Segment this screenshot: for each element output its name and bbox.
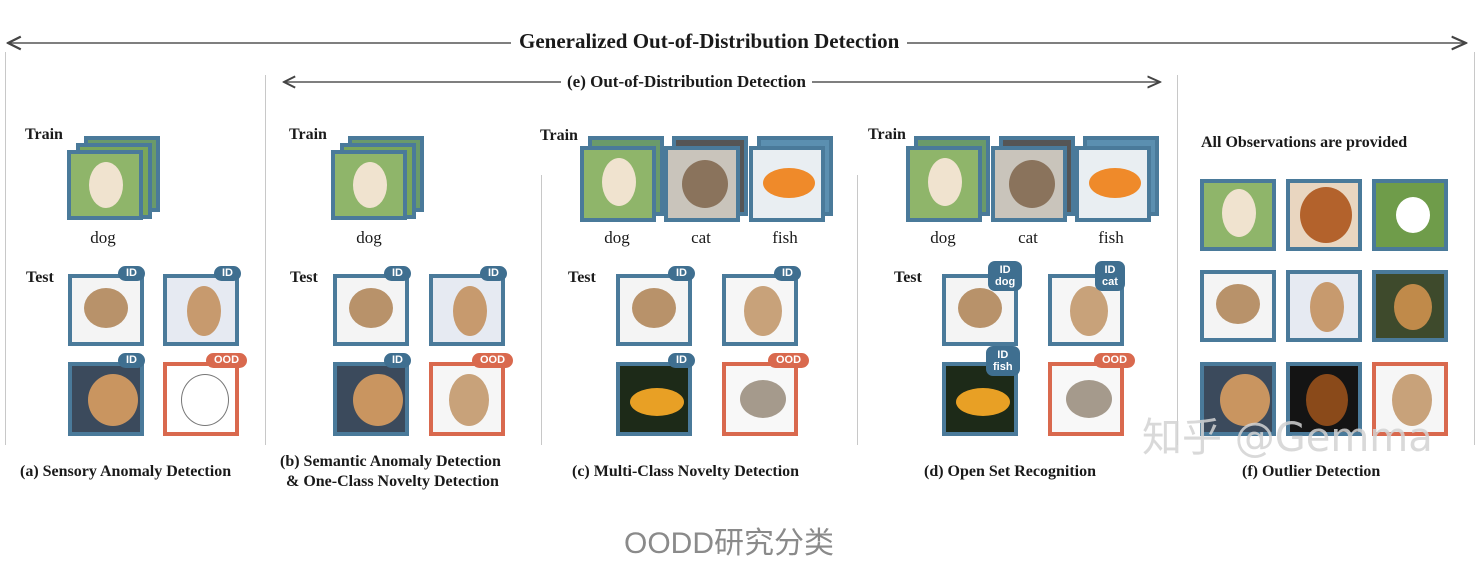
dog-photo [67, 150, 143, 220]
dog-photo [68, 362, 144, 436]
divider-outer-right [1474, 52, 1475, 445]
cat-photo [1372, 362, 1448, 436]
test-label: Test [568, 269, 596, 286]
train-label: Train [25, 126, 63, 143]
id-badge: ID [774, 266, 801, 281]
class-label-cat: cat [1018, 228, 1038, 247]
bird-photo [1048, 362, 1124, 436]
dog-photo [906, 146, 982, 222]
test-label: Test [894, 269, 922, 286]
divider-df [1177, 75, 1178, 445]
caption-c: (c) Multi-Class Novelty Detection [572, 463, 800, 480]
dog-photo [1200, 362, 1276, 436]
id-cat-badge: ID cat [1095, 261, 1125, 291]
goldfish-photo [749, 146, 825, 222]
badge-id-text: ID [999, 264, 1011, 276]
class-label-dog: dog [356, 228, 382, 247]
cat-photo [429, 362, 505, 436]
watermark: 知乎 @Gemma [1142, 415, 1433, 461]
dog-photo [1200, 270, 1276, 342]
dog-photo [616, 274, 692, 346]
dog-photo [333, 362, 409, 436]
divider-cd [857, 175, 858, 445]
ood-badge: OOD [768, 353, 810, 368]
class-label-dog: dog [604, 228, 630, 247]
id-badge: ID [668, 266, 695, 281]
goldfish-photo [1075, 146, 1151, 222]
dog-photo [163, 274, 239, 346]
test-label: Test [26, 269, 54, 286]
badge-class-text: cat [1102, 276, 1118, 288]
cat-photo [722, 274, 798, 346]
id-badge: ID [384, 353, 411, 368]
dog-photo [333, 274, 409, 346]
bird-photo [722, 362, 798, 436]
badge-class-text: dog [995, 276, 1016, 288]
cat-photo [1048, 274, 1124, 346]
class-label-cat: cat [691, 228, 711, 247]
class-label-dog: dog [930, 228, 956, 247]
ood-badge: OOD [1094, 353, 1136, 368]
dog-photo [1200, 179, 1276, 251]
dog-photo [429, 274, 505, 346]
divider-outer-left [5, 52, 6, 445]
ood-badge: OOD [472, 353, 514, 368]
dog-photo [1372, 179, 1448, 251]
dog-photo [1286, 362, 1362, 436]
sketch-dog-photo [163, 362, 239, 436]
class-label-dog: dog [90, 228, 116, 247]
dog-photo [68, 274, 144, 346]
divider-ab [265, 75, 266, 445]
id-dog-badge: ID dog [988, 261, 1023, 291]
dog-photo [331, 150, 407, 220]
id-badge: ID [480, 266, 507, 281]
id-badge: ID [118, 353, 145, 368]
badge-id-text: ID [997, 349, 1009, 361]
train-label: Train [868, 126, 906, 143]
caption-b-line1: (b) Semantic Anomaly Detection [280, 453, 501, 470]
dog-photo [1372, 270, 1448, 342]
cat-photo [991, 146, 1067, 222]
id-badge: ID [384, 266, 411, 281]
dog-photo [1286, 179, 1362, 251]
caption-b-line2: & One-Class Novelty Detection [286, 473, 499, 490]
caption-a: (a) Sensory Anomaly Detection [20, 463, 232, 480]
caption-f: (f) Outlier Detection [1242, 463, 1381, 480]
test-label: Test [290, 269, 318, 286]
generalized-title: Generalized Out-of-Distribution Detectio… [511, 29, 908, 54]
badge-class-text: fish [993, 361, 1013, 373]
caption-d: (d) Open Set Recognition [924, 463, 1096, 480]
divider-bc [541, 175, 542, 445]
train-label: Train [540, 127, 578, 144]
id-badge: ID [214, 266, 241, 281]
goldfish-photo [942, 362, 1018, 436]
dog-photo [580, 146, 656, 222]
ood-title: (e) Out-of-Distribution Detection [561, 72, 812, 92]
id-badge: ID [668, 353, 695, 368]
train-label: Train [289, 126, 327, 143]
figure-caption: OODD研究分类 [624, 527, 834, 560]
dog-photo [1286, 270, 1362, 342]
all-observations-label: All Observations are provided [1201, 134, 1408, 151]
goldfish-photo [616, 362, 692, 436]
class-label-fish: fish [772, 228, 798, 247]
id-badge: ID [118, 266, 145, 281]
cat-photo [664, 146, 740, 222]
arrows-layer [0, 0, 1484, 110]
ood-badge: OOD [206, 353, 248, 368]
class-label-fish: fish [1098, 228, 1124, 247]
badge-id-text: ID [1104, 264, 1116, 276]
id-fish-badge: ID fish [986, 346, 1020, 376]
